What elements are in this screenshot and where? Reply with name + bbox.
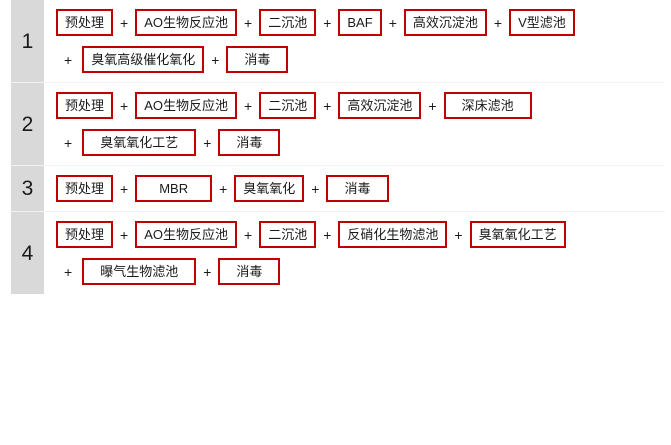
plus-separator: + — [244, 14, 253, 31]
process-stage-box: MBR — [135, 175, 213, 202]
scheme-chain-line: + 曝气生物滤池 + 消毒 — [56, 258, 671, 285]
process-stage-box: 臭氧氧化 — [234, 175, 305, 202]
scheme-index-cell: 1 — [11, 0, 44, 82]
plus-separator: + — [323, 97, 332, 114]
row-divider — [10, 82, 665, 83]
plus-separator: + — [120, 97, 129, 114]
plus-separator: + — [120, 226, 129, 243]
process-stage-box: 反硝化生物滤池 — [338, 221, 448, 248]
scheme-row: 3 预处理 + MBR + 臭氧氧化 + 消毒 — [0, 166, 671, 211]
plus-separator: + — [219, 180, 228, 197]
process-stage-box: V型滤池 — [509, 9, 575, 36]
plus-separator: + — [211, 51, 220, 68]
plus-separator: + — [64, 263, 73, 280]
process-stage-box: 臭氧氧化工艺 — [469, 221, 566, 248]
scheme-chain: 预处理 + MBR + 臭氧氧化 + 消毒 — [44, 166, 671, 211]
row-divider — [10, 165, 665, 166]
process-stage-box: 二沉池 — [259, 9, 317, 36]
plus-separator: + — [388, 14, 397, 31]
process-stage-box: 消毒 — [218, 129, 281, 156]
scheme-chain-line: + 臭氧高级催化氧化 + 消毒 — [56, 46, 671, 73]
scheme-chain-line: 预处理 + AO生物反应池 + 二沉池 + BAF + 高效沉淀池 + V型滤池 — [56, 9, 671, 36]
plus-separator: + — [64, 134, 73, 151]
scheme-rows-container: 1 预处理 + AO生物反应池 + 二沉池 + BAF + 高效沉淀池 + V型滤池 + 臭氧高级催化氧化… — [0, 0, 671, 294]
process-stage-box: 消毒 — [326, 175, 389, 202]
scheme-chain-line: 预处理 + AO生物反应池 + 二沉池 + 反硝化生物滤池 + 臭氧氧化工艺 — [56, 221, 671, 248]
plus-separator: + — [323, 14, 332, 31]
scheme-row: 2 预处理 + AO生物反应池 + 二沉池 + 高效沉淀池 + 深床滤池 + 臭氧氧化工艺 + 消毒 — [0, 83, 671, 165]
process-stage-box: 预处理 — [56, 175, 114, 202]
plus-separator: + — [120, 14, 129, 31]
process-stage-box: 深床滤池 — [443, 92, 532, 119]
scheme-index-number: 2 — [21, 112, 34, 136]
scheme-chain-line: + 臭氧氧化工艺 + 消毒 — [56, 129, 671, 156]
process-stage-box: BAF — [338, 9, 382, 36]
process-stage-box: 消毒 — [226, 46, 289, 73]
scheme-index-number: 4 — [21, 241, 34, 265]
scheme-index-number: 3 — [21, 177, 34, 200]
process-stage-box: 预处理 — [56, 221, 114, 248]
scheme-row: 4 预处理 + AO生物反应池 + 二沉池 + 反硝化生物滤池 + 臭氧氧化工艺 + 曝气生物滤池 + 消… — [0, 212, 671, 294]
process-stage-box: 消毒 — [218, 258, 281, 285]
process-stage-box: 臭氧氧化工艺 — [82, 129, 197, 156]
process-stage-box: 二沉池 — [259, 221, 317, 248]
process-stage-box: 高效沉淀池 — [338, 92, 422, 119]
process-stage-box: AO生物反应池 — [135, 92, 237, 119]
plus-separator: + — [428, 97, 437, 114]
scheme-index-cell: 4 — [11, 212, 44, 294]
scheme-chain: 预处理 + AO生物反应池 + 二沉池 + 高效沉淀池 + 深床滤池 + 臭氧氧化工艺 + 消毒 — [44, 83, 671, 165]
process-stage-box: AO生物反应池 — [135, 9, 237, 36]
process-stage-box: 曝气生物滤池 — [82, 258, 197, 285]
scheme-chain-line: 预处理 + AO生物反应池 + 二沉池 + 高效沉淀池 + 深床滤池 — [56, 92, 671, 119]
scheme-chain-line: 预处理 + MBR + 臭氧氧化 + 消毒 — [56, 175, 671, 202]
process-stage-box: 高效沉淀池 — [403, 9, 487, 36]
scheme-chain: 预处理+AO生物反应池+二沉池+BAF+高效沉淀池+V型滤池+臭氧高级催化氧化+… — [44, 0, 671, 82]
plus-separator: + — [454, 226, 463, 243]
scheme-index-number: 1 — [21, 29, 34, 53]
process-stage-box: 臭氧高级催化氧化 — [82, 46, 205, 73]
process-stage-box: 预处理 — [56, 9, 114, 36]
process-stage-box: 预处理 — [56, 92, 114, 119]
scheme-index-cell: 2 — [11, 83, 44, 165]
plus-separator: + — [244, 97, 253, 114]
process-stage-box: AO生物反应池 — [135, 221, 237, 248]
row-divider — [10, 211, 665, 212]
plus-separator: + — [493, 14, 503, 31]
process-stage-box: 二沉池 — [259, 92, 317, 119]
plus-separator: + — [244, 226, 253, 243]
plus-separator: + — [323, 226, 332, 243]
plus-separator: + — [203, 134, 212, 151]
plus-separator: + — [311, 180, 320, 197]
scheme-row: 1 预处理 + AO生物反应池 + 二沉池 + BAF + 高效沉淀池 + V型滤池 + 臭氧高级催化氧化… — [0, 0, 671, 82]
plus-separator: + — [120, 180, 129, 197]
plus-separator: + — [203, 263, 212, 280]
scheme-chain: 预处理 + AO生物反应池 + 二沉池 + 反硝化生物滤池 + 臭氧氧化工艺 + 曝气生物滤池 + 消毒 — [44, 212, 671, 294]
plus-separator: + — [64, 51, 73, 68]
scheme-index-cell: 3 — [11, 166, 44, 211]
